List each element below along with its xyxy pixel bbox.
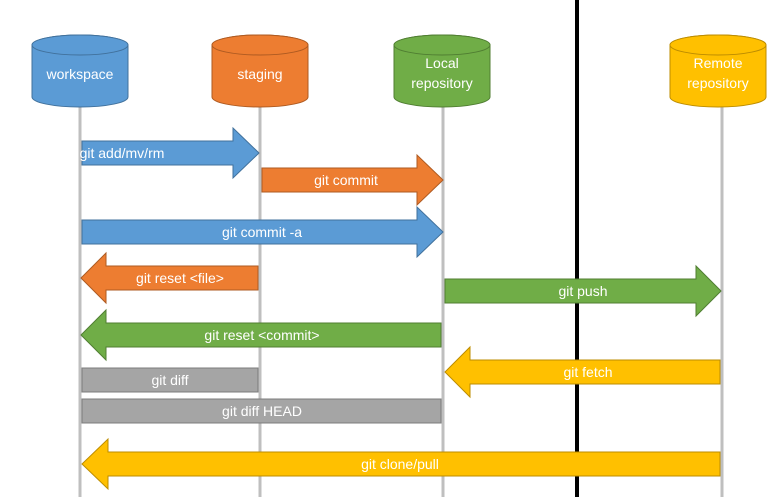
- git-commit-a-arrow: git commit -a: [81, 205, 444, 259]
- git-add-arrow: git add/mv/rm: [80, 126, 260, 180]
- git-commit-arrow: git commit: [261, 153, 444, 207]
- staging-node: staging: [211, 34, 309, 108]
- git-commit-a-label: git commit -a: [222, 224, 302, 240]
- git-clone-pull-arrow: git clone/pull: [81, 437, 721, 491]
- git-fetch-label: git fetch: [563, 364, 612, 380]
- remote-repository-label-line1: Remote: [693, 55, 742, 71]
- git-fetch-arrow: git fetch: [444, 345, 721, 399]
- git-diff-head-bar: git diff HEAD: [81, 398, 442, 424]
- local-repository-label-line2: repository: [411, 75, 472, 91]
- git-reset-file-arrow: git reset <file>: [80, 251, 259, 305]
- remote-repository-label-line2: repository: [687, 75, 748, 91]
- git-reset-commit-arrow: git reset <commit>: [80, 308, 442, 362]
- git-add-label: git add/mv/rm: [80, 145, 165, 161]
- workspace-node: workspace: [31, 34, 129, 108]
- remote-repository-node: Remote repository: [669, 34, 767, 108]
- git-push-arrow: git push: [444, 264, 722, 318]
- local-repository-node: Local repository: [393, 34, 491, 108]
- git-diff-label: git diff: [151, 372, 188, 388]
- git-diff-head-label: git diff HEAD: [222, 403, 302, 419]
- git-push-label: git push: [558, 283, 607, 299]
- git-reset-commit-label: git reset <commit>: [204, 327, 319, 343]
- git-diff-bar: git diff: [81, 367, 259, 393]
- workspace-label: workspace: [46, 66, 114, 82]
- local-repository-label-line1: Local: [425, 55, 458, 71]
- git-commit-label: git commit: [314, 172, 378, 188]
- git-clone-pull-label: git clone/pull: [361, 456, 439, 472]
- git-reset-file-label: git reset <file>: [136, 270, 224, 286]
- staging-label: staging: [237, 66, 282, 82]
